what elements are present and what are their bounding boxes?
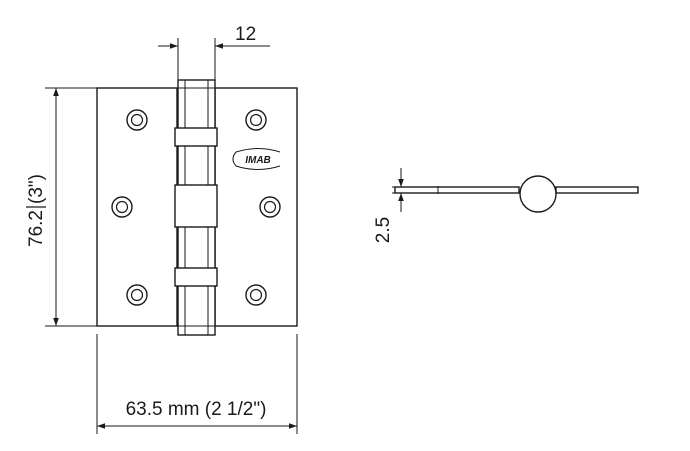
dimension-label-thickness: 2.5 <box>373 217 394 243</box>
dimension-width: 63.5 mm (2 1/2") <box>96 334 298 434</box>
screw-hole <box>245 109 267 131</box>
dimension-height: 76.2 (3") <box>26 87 97 327</box>
knuckle-joint-top <box>174 127 218 147</box>
side-knuckle-pin <box>519 175 557 213</box>
screw-hole <box>259 196 281 218</box>
dimension-label-width: 63.5 mm (2 1/2") <box>126 399 267 420</box>
dimension-label-knuckle-width: 12 <box>235 24 256 45</box>
hinge-side-view <box>394 175 639 213</box>
screw-hole <box>126 109 148 131</box>
brand-logo-text: IMAB <box>245 155 271 166</box>
side-leaf-left <box>394 186 520 194</box>
dimension-label-height-imperial: (3") <box>26 174 47 204</box>
screw-hole <box>111 196 133 218</box>
knuckle-joint-bottom <box>174 267 218 287</box>
knuckle-joint-middle <box>174 184 218 228</box>
side-leaf-right <box>555 186 639 194</box>
brand-logo: IMAB <box>232 148 281 170</box>
screw-hole <box>245 284 267 306</box>
screw-hole <box>126 284 148 306</box>
dimension-knuckle-width: 12 <box>158 24 270 80</box>
hinge-knuckle <box>174 79 218 336</box>
right-leaf <box>214 87 298 327</box>
dimension-label-height-metric: 76.2 <box>26 210 47 247</box>
hinge-front-view: IMAB <box>96 79 298 336</box>
screw-holes <box>111 109 281 306</box>
left-leaf <box>96 87 178 327</box>
dimension-thickness: 2.5 <box>373 168 410 243</box>
